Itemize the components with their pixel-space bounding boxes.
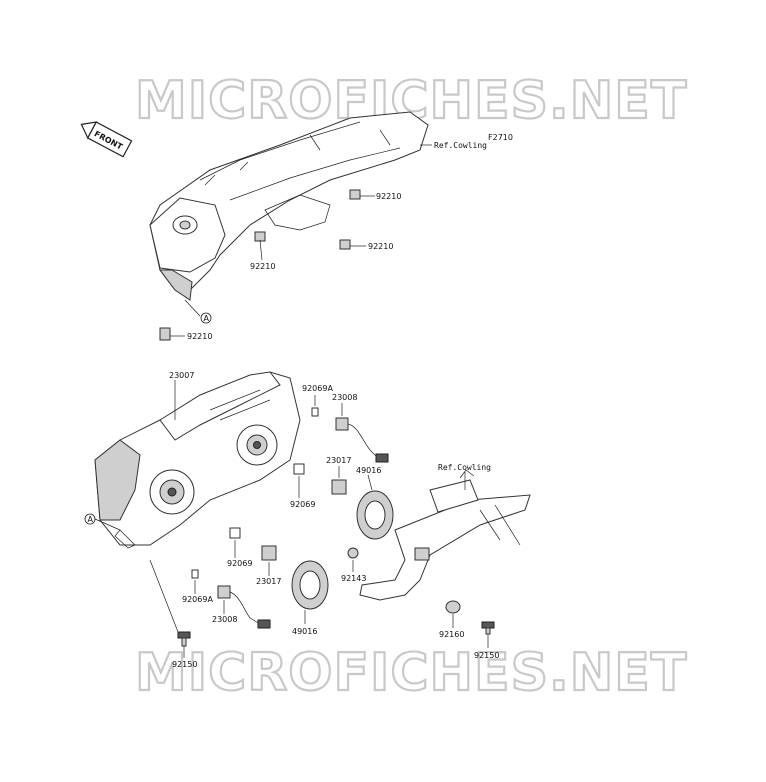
bulb-23017-bottom — [261, 545, 277, 561]
part-label-92210-b: 92210 — [376, 192, 401, 201]
dust-cover-top — [356, 490, 394, 540]
part-label-23007: 23007 — [169, 371, 194, 380]
part-label-92069a-top: 92069A — [302, 384, 333, 393]
bulb-92069-bottom — [229, 527, 241, 539]
bulb-socket-top — [335, 417, 389, 463]
watermark-bottom: MICROFICHES.NET — [135, 643, 687, 703]
part-label-49016-top: 49016 — [356, 466, 381, 475]
part-label-92069-top: 92069 — [290, 500, 315, 509]
grommet-92143 — [347, 547, 359, 559]
bulb-23017-top — [331, 479, 347, 495]
part-label-92150-right: 92150 — [474, 651, 499, 660]
headlight-bracket — [359, 469, 531, 601]
headlight-assembly — [94, 371, 301, 549]
bolt-92150-right — [481, 621, 495, 635]
front-arrow-icon: FRONT — [80, 121, 133, 158]
part-label-92160: 92160 — [439, 630, 464, 639]
figure-code: F2710 — [488, 133, 513, 142]
part-label-23017-top: 23017 — [326, 456, 351, 465]
callout-a-bottom: A — [88, 515, 94, 524]
part-label-92150-left: 92150 — [172, 660, 197, 669]
part-label-92210-d: 92210 — [187, 332, 212, 341]
ref-cowling-top-label: Ref.Cowling — [434, 141, 487, 150]
position-bulb-bottom — [191, 569, 199, 579]
ref-cowling-bottom-label: Ref.Cowling — [438, 463, 491, 472]
upper-cowling-assembly — [149, 111, 429, 341]
part-label-92069-bottom: 92069 — [227, 559, 252, 568]
part-label-23017-bottom: 23017 — [256, 577, 281, 586]
part-label-92143: 92143 — [341, 574, 366, 583]
part-label-23008-bottom: 23008 — [212, 615, 237, 624]
part-label-92210-c: 92210 — [368, 242, 393, 251]
collar-92160 — [445, 600, 461, 614]
bulb-92069-top — [293, 463, 305, 475]
dust-cover-bottom — [291, 560, 329, 610]
part-label-92210-a: 92210 — [250, 262, 275, 271]
position-bulb-top — [311, 407, 319, 417]
callout-a-top: A — [204, 314, 210, 323]
bulb-socket-bottom — [217, 585, 271, 629]
part-label-23008-top: 23008 — [332, 393, 357, 402]
part-label-92069a-bottom: 92069A — [182, 595, 213, 604]
part-label-49016-bottom: 49016 — [292, 627, 317, 636]
